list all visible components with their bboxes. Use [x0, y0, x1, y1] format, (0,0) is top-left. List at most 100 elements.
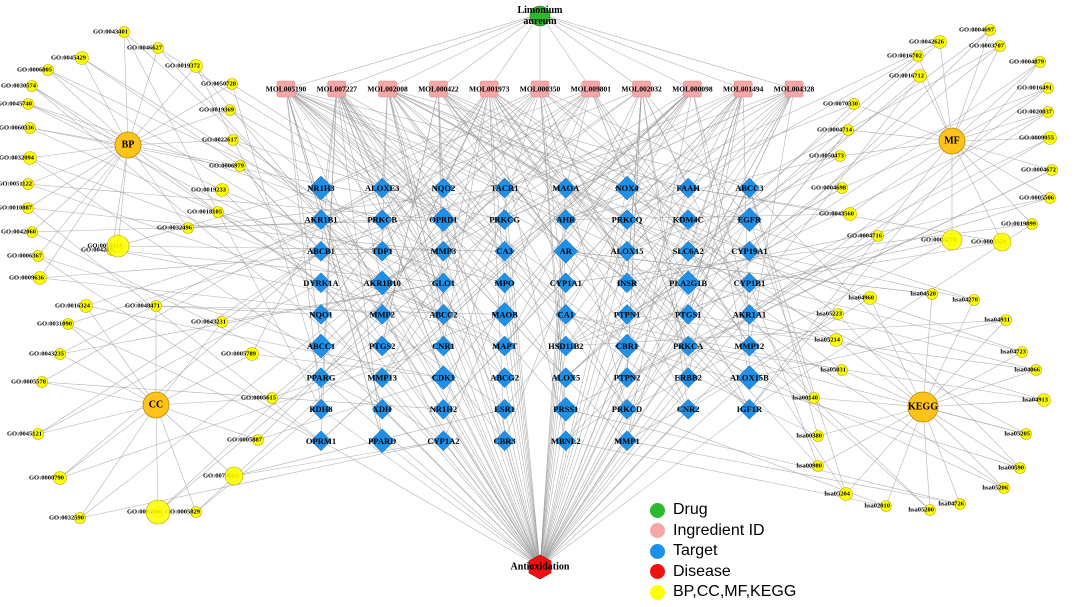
- hub-cc-node: [142, 391, 170, 419]
- go-bp-label: GO:0046627: [127, 45, 163, 52]
- go-bp-label: GO:0019369: [199, 107, 235, 114]
- target-node: [553, 396, 579, 422]
- edge: [539, 187, 628, 568]
- edge: [922, 369, 1037, 408]
- edge: [749, 250, 871, 299]
- edge: [922, 299, 975, 408]
- edge: [565, 88, 693, 315]
- go-bp-node: [32, 250, 44, 262]
- ingredient-label: MOL001973: [469, 85, 510, 94]
- target-label: NQO1: [309, 309, 333, 319]
- hub-mf-node: [938, 127, 966, 155]
- edge: [251, 353, 444, 378]
- drug-node: [529, 5, 551, 27]
- go-mf-node: [1043, 131, 1057, 145]
- target-node: [739, 304, 760, 325]
- go-cc-node: [79, 299, 93, 313]
- target-label: PPARD: [368, 436, 396, 446]
- edge: [336, 88, 505, 315]
- target-node: [677, 177, 699, 199]
- edge: [845, 406, 924, 495]
- edge: [438, 88, 444, 189]
- go-mf-label: GO:0009055: [1019, 135, 1055, 142]
- edge: [443, 88, 744, 410]
- edge: [59, 187, 383, 355]
- ingredient-label: MOL005190: [266, 85, 307, 94]
- target-label: PTGS1: [675, 309, 701, 319]
- edge: [27, 144, 129, 185]
- target-node: [616, 209, 638, 230]
- go-mf-label: GO:0043560: [819, 211, 854, 218]
- hub-cc-label: CC: [149, 400, 163, 411]
- edge: [687, 88, 795, 315]
- hub-kegg-node: [907, 391, 939, 423]
- edge: [221, 189, 383, 347]
- target-label: NR1H2: [430, 404, 457, 414]
- edge: [565, 314, 843, 371]
- kegg-pathway-node: [968, 294, 980, 306]
- go-cc-label: GO:0070062: [203, 473, 238, 480]
- edge: [387, 88, 628, 189]
- target-label: PRKCQ: [612, 215, 643, 225]
- edge: [381, 187, 541, 568]
- go-mf-label: GO:0004697: [959, 27, 995, 34]
- target-label: TDP1: [372, 246, 393, 256]
- edge: [127, 144, 189, 229]
- kegg-pathway-node: [926, 288, 938, 300]
- edge: [320, 88, 490, 283]
- edge: [687, 251, 847, 495]
- kegg-pathway-label: hsa04520: [910, 291, 936, 298]
- edge: [749, 235, 879, 410]
- edge: [37, 404, 157, 435]
- go-mf-label: GO:0016491: [1017, 85, 1052, 92]
- target-node: [433, 430, 454, 452]
- target-label: AKR1B10: [364, 278, 401, 288]
- ingredient-label: MOL001494: [723, 85, 764, 94]
- go-mf-label: GO:0050473: [809, 153, 845, 160]
- target-label: ESR1: [494, 404, 515, 414]
- edge: [565, 88, 592, 189]
- target-label: IGF1R: [737, 404, 763, 414]
- edge: [539, 440, 567, 568]
- target-node: [616, 367, 638, 388]
- edge: [320, 88, 541, 220]
- target-node: [431, 207, 456, 232]
- ingredient-node: [327, 80, 347, 98]
- target-label: PTGS2: [369, 341, 395, 351]
- edge: [217, 211, 505, 284]
- edge: [37, 144, 129, 257]
- edge: [320, 88, 338, 220]
- edge: [381, 88, 541, 378]
- edge: [271, 250, 444, 399]
- kegg-pathway-node: [808, 392, 820, 404]
- edge: [539, 219, 628, 568]
- edge: [922, 399, 1045, 408]
- go-bp-node: [212, 206, 224, 218]
- edge: [47, 69, 444, 315]
- edge: [320, 88, 338, 441]
- edge: [688, 55, 919, 252]
- go-mf-node: [836, 182, 848, 194]
- target-node: [494, 430, 515, 452]
- edge: [565, 250, 1037, 371]
- edge: [285, 88, 628, 347]
- edge: [922, 406, 1005, 489]
- edge: [79, 440, 444, 519]
- edge: [539, 282, 689, 568]
- target-node: [677, 209, 699, 230]
- kegg-pathway-label: hsa00140: [792, 395, 818, 402]
- go-bp-node: [22, 202, 34, 214]
- target-label: PRKCA: [673, 341, 704, 351]
- edge: [336, 88, 566, 220]
- legend-label: Disease: [673, 562, 731, 580]
- go-bp-node: [215, 183, 229, 197]
- kegg-pathway-label: hsa04913: [1022, 397, 1048, 404]
- legend-item-target: Target: [650, 541, 950, 562]
- edge: [320, 88, 642, 315]
- target-label: MMP2: [369, 309, 395, 319]
- go-cc-label: GO:0005829: [165, 509, 201, 516]
- ingredient-node: [276, 80, 296, 98]
- go-bp-label: GO:0019372: [165, 63, 200, 70]
